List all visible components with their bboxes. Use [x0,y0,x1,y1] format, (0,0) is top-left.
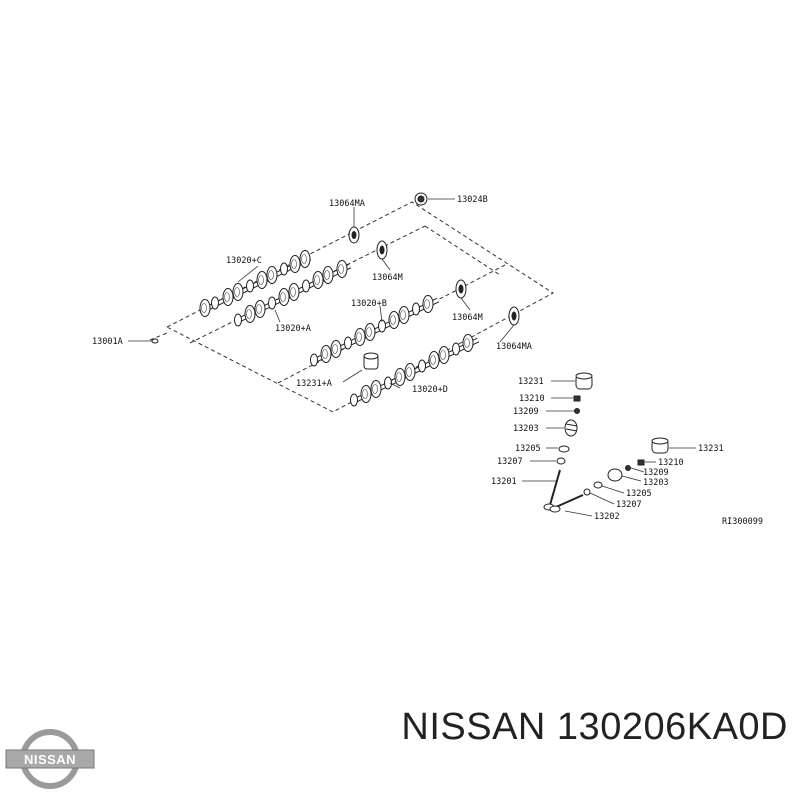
camshaft-13020-c [198,250,312,317]
label-a-13205: 13205 [515,444,541,454]
label-a-13207: 13207 [497,457,523,467]
label-13064m-2: 13064M [452,313,483,323]
label-13064ma-top: 13064MA [329,199,365,209]
bolt-13024b [414,192,428,206]
sprocket-13064m-2 [455,279,467,299]
label-b-13209: 13209 [643,468,669,478]
label-b-13207: 13207 [616,500,642,510]
label-b-13205: 13205 [626,489,652,499]
lifter-13231-a [363,352,379,370]
nissan-logo-icon: NISSAN [5,729,95,789]
label-b-13210: 13210 [658,458,684,468]
label-a-13201: 13201 [491,477,517,487]
reference-code: RI300099 [722,517,763,527]
label-13020b: 13020+B [351,299,387,309]
label-13020c: 13020+C [226,256,262,266]
label-13020a: 13020+A [275,324,311,334]
label-13064m-1: 13064M [372,273,403,283]
valve-group-a [543,372,593,511]
label-13020d: 13020+D [412,385,448,395]
label-b-13231: 13231 [698,444,724,454]
valve-group-b [549,437,669,513]
label-13024b: 13024B [457,195,488,205]
valve-group-b-leaders [564,447,696,517]
leader-lines [128,198,515,389]
dowel-13001a [151,338,159,344]
label-a-13209: 13209 [513,407,539,417]
label-b-13203: 13203 [643,478,669,488]
label-a-13231: 13231 [518,377,544,387]
camshaft-13020-a [233,260,352,327]
part-title: NISSAN 130206KA0D [401,706,788,748]
label-13231a: 13231+A [296,379,332,389]
label-b-13202: 13202 [594,512,620,522]
sprocket-13064m-1 [376,240,388,260]
valve-group-a-leaders [522,380,575,482]
camshaft-13020-b [310,295,440,367]
part-labels: 13064MA 13024B 13020+C 13064M 13001A 130… [92,195,763,527]
label-a-13210: 13210 [519,394,545,404]
sprocket-13064ma-bot [508,306,520,326]
camshaft-13020-d [350,334,480,407]
label-13001a: 13001A [92,337,123,347]
label-13064ma-bot: 13064MA [496,342,532,352]
logo-text: NISSAN [24,752,76,767]
sprocket-13064ma-top [348,226,360,244]
label-a-13203: 13203 [513,424,539,434]
